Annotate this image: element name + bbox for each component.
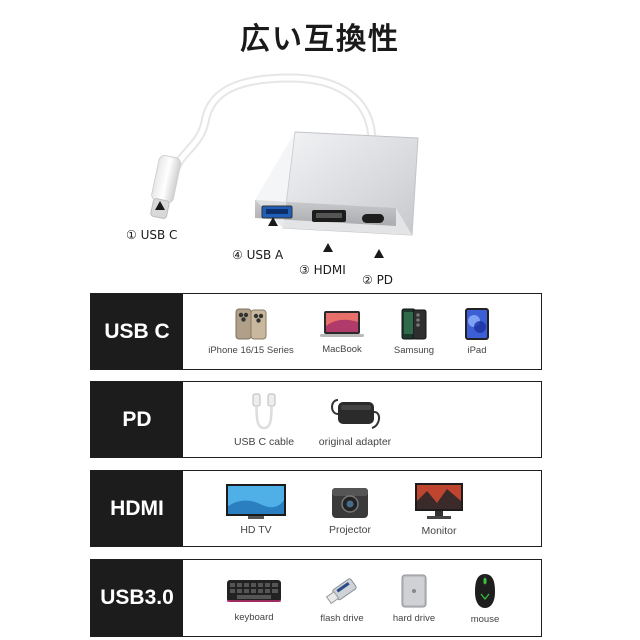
device-ipad: iPad (449, 294, 505, 369)
device-caption: iPhone 16/15 Series (208, 345, 294, 356)
device-list: iPhone 16/15 Series MacBook Samsung (183, 294, 541, 369)
device-list: keyboard flash drive hard drive (183, 560, 541, 636)
compat-row-usb-c: USB C iPhone 16/15 Series MacBook (90, 293, 542, 370)
row-label: USB3.0 (91, 560, 183, 636)
device-caption: iPad (467, 345, 487, 356)
device-caption: keyboard (234, 611, 274, 623)
device-iphone: iPhone 16/15 Series (208, 294, 294, 369)
device-samsung: Samsung (379, 294, 449, 369)
callout-usb-a: ④ USB A (232, 248, 284, 262)
device-monitor: Monitor (403, 471, 475, 546)
callout-pd: ② PD (362, 273, 394, 287)
device-caption: mouse (470, 613, 500, 625)
tv-icon (226, 483, 286, 519)
device-caption: HD TV (240, 523, 272, 536)
device-macbook: MacBook (307, 294, 377, 369)
mouse-icon (475, 573, 495, 608)
device-list: USB C cable original adapter (183, 382, 541, 457)
device-caption: flash drive (320, 612, 364, 624)
device-flash-drive: flash drive (307, 560, 377, 636)
device-caption: Samsung (393, 345, 435, 356)
device-caption: USB C cable (233, 435, 295, 448)
keyboard-icon (227, 579, 281, 602)
power-adapter-icon (331, 398, 380, 429)
row-label: PD (91, 382, 183, 457)
monitor-icon (415, 482, 463, 519)
usb-c-cable-icon (252, 393, 276, 429)
projector-icon (332, 487, 368, 518)
iphone-icon (235, 308, 267, 340)
device-usb-c-cable: USB C cable (225, 382, 303, 457)
callout-usb-c: ① USB C (126, 228, 178, 242)
adapter-graphic (150, 73, 419, 258)
page-title: 広い互換性 (240, 22, 400, 57)
device-original-adapter: original adapter (307, 382, 403, 457)
flash-drive-icon (325, 577, 357, 604)
row-label: USB C (91, 294, 183, 369)
device-hd-tv: HD TV (221, 471, 291, 546)
hard-drive-icon (401, 574, 427, 607)
compat-row-hdmi: HDMI HD TV Projector (90, 470, 542, 547)
adapter-illustration: ① USB C ④ USB A ③ HDMI ② PD (0, 60, 640, 290)
device-caption: MacBook (322, 344, 362, 355)
callout-hdmi: ③ HDMI (299, 263, 346, 277)
device-keyboard: keyboard (219, 560, 289, 636)
device-hard-drive: hard drive (379, 560, 449, 636)
macbook-icon (320, 311, 364, 337)
ipad-icon (465, 308, 489, 340)
row-label: HDMI (91, 471, 183, 546)
compat-row-usb3: USB3.0 keyboard flash (90, 559, 542, 637)
device-caption: hard drive (392, 612, 436, 624)
device-mouse: mouse (455, 560, 515, 636)
device-caption: Monitor (421, 524, 457, 537)
device-caption: Projector (328, 523, 371, 536)
device-caption: original adapter (318, 435, 392, 448)
device-list: HD TV Projector Monitor (183, 471, 541, 546)
device-projector: Projector (315, 471, 385, 546)
samsung-phone-icon (401, 308, 427, 340)
compat-row-pd: PD USB C cable original adapter (90, 381, 542, 458)
